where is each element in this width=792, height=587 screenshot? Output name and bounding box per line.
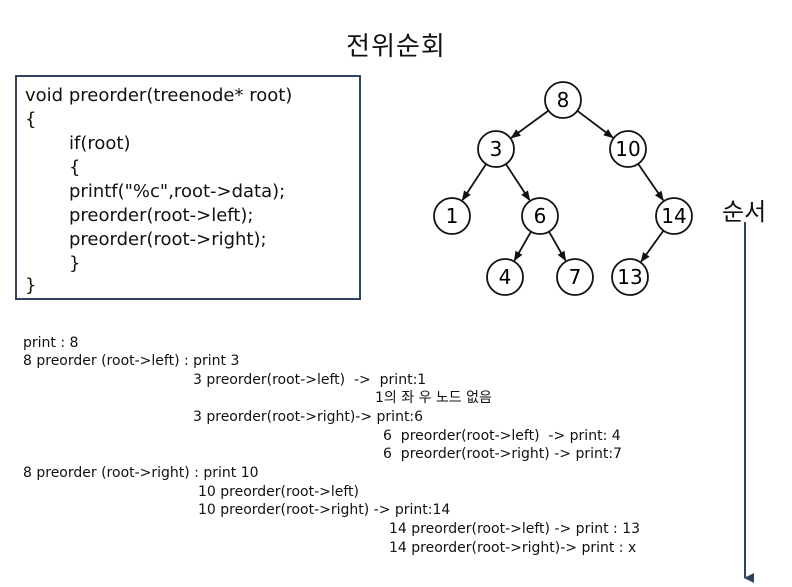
code-line: preorder(root->right); [69,229,267,250]
tree-node-6: 6 [521,197,559,235]
tree-node-1: 1 [433,197,471,235]
trace-line: 6 preorder(root->right) -> print:7 [383,446,622,462]
trace-line: 8 preorder (root->right) : print 10 [23,465,259,481]
tree-node-10: 10 [609,130,647,168]
trace-line: 10 preorder(root->right) -> print:14 [198,502,451,518]
trace-line: 14 preorder(root->left) -> print : 13 [389,521,641,537]
tree-edge-arrow [513,231,532,262]
code-line: } [69,253,81,274]
tree-node-circle [477,130,515,168]
code-line: preorder(root->left); [69,205,254,226]
code-line: { [69,157,81,178]
trace-line: 1의 좌 우 노드 없음 [375,390,492,406]
tree-node-circle [611,258,649,296]
tree-edge-arrow [548,231,567,262]
tree-node-label: 4 [499,265,512,289]
tree-node-4: 4 [486,258,524,296]
trace-line: print : 8 [23,335,79,351]
tree-node-circle [433,197,471,235]
code-line: if(root) [69,133,131,154]
trace-line: 10 preorder(root->left) [198,484,359,500]
tree-edge-arrow [640,230,665,263]
tree-node-label: 6 [534,204,547,228]
tree-node-circle [556,258,594,296]
tree-edge-arrow [505,163,531,201]
tree-edge-arrow [637,163,664,202]
tree-node-7: 7 [556,258,594,296]
code-line: } [25,275,37,296]
tree-node-label: 1 [446,204,459,228]
tree-node-label: 8 [557,88,570,112]
page-title: 전위순회 [346,32,446,62]
tree-node-label: 3 [490,137,503,161]
tree-node-label: 7 [569,265,582,289]
trace-line: 14 preorder(root->right)-> print : x [389,540,637,556]
tree-node-circle [655,197,693,235]
tree-node-3: 3 [477,130,515,168]
trace-line: 3 preorder(root->right)-> print:6 [193,409,424,425]
trace-line: 3 preorder(root->left) -> print:1 [193,372,427,388]
code-box: void preorder(treenode* root) { if(root)… [15,75,361,300]
code-line: { [25,109,37,130]
tree-node-circle [544,81,582,119]
tree-edge-arrow [461,163,487,201]
trace-line: 6 preorder(root->left) -> print: 4 [383,428,621,444]
tree-edge-arrow [510,109,550,139]
tree-node-circle [521,197,559,235]
trace-line: 8 preorder (root->left) : print 3 [23,353,240,369]
tree-node-13: 13 [611,258,649,296]
code-line: void preorder(treenode* root) [25,85,293,106]
tree-node-8: 8 [544,81,582,119]
tree-edge-arrow [576,110,614,139]
code-line: printf("%c",root->data); [69,181,286,202]
order-label: 순서 [722,198,767,226]
tree-node-circle [609,130,647,168]
tree-node-label: 14 [661,204,686,228]
tree-node-14: 14 [655,197,693,235]
tree-node-circle [486,258,524,296]
tree-node-label: 13 [617,265,642,289]
tree-node-label: 10 [615,137,640,161]
